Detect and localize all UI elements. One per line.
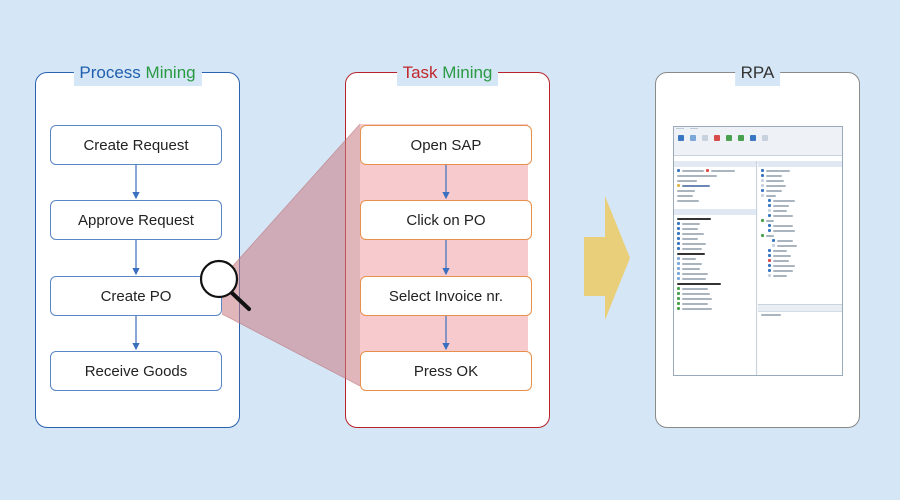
rpa-title: RPA bbox=[734, 60, 781, 86]
app-left-pane bbox=[674, 161, 757, 375]
title-mining: Mining bbox=[442, 63, 493, 82]
ribbon-icons bbox=[678, 135, 768, 141]
app-ribbon bbox=[674, 127, 842, 156]
step-approve-request[interactable]: Approve Request bbox=[50, 200, 222, 240]
right-arrow-icon bbox=[584, 196, 630, 320]
title-task: Task bbox=[402, 63, 438, 82]
play-data-view bbox=[758, 304, 842, 375]
rpa-app-screenshot bbox=[673, 126, 843, 376]
ribbon-tab bbox=[690, 128, 698, 129]
step-create-po[interactable]: Create PO bbox=[50, 276, 222, 316]
ribbon-tab bbox=[676, 128, 684, 129]
process-mining-title: Process Mining bbox=[73, 60, 202, 86]
app-right-pane bbox=[758, 161, 842, 375]
task-mining-title: Task Mining bbox=[396, 60, 499, 86]
step-create-request[interactable]: Create Request bbox=[50, 125, 222, 165]
title-process: Process bbox=[79, 63, 141, 82]
step-receive-goods[interactable]: Receive Goods bbox=[50, 351, 222, 391]
title-mining: Mining bbox=[145, 63, 196, 82]
